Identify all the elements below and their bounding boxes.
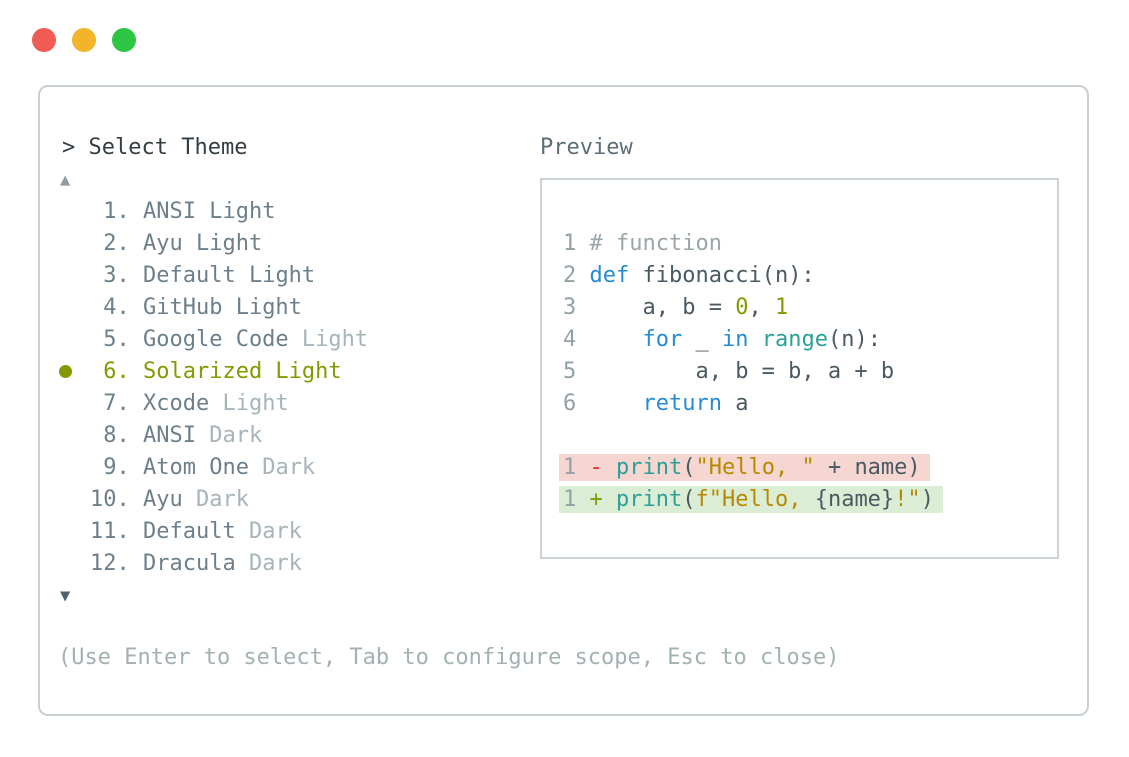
prompt-chevron: > [62, 135, 76, 160]
code-block: 1 # function 2 def fibonacci(n): 3 a, b = … [559, 228, 943, 516]
theme-list-item[interactable]: 6. Solarized Light [59, 356, 368, 388]
preview-label: Preview [540, 135, 633, 160]
theme-list-item[interactable]: 12. Dracula Dark [90, 551, 302, 576]
page-title: Select Theme [88, 135, 248, 160]
diff-line-removed: 1 - print("Hello, " + name) [559, 452, 943, 484]
theme-list-item[interactable]: 10. Ayu Dark [90, 487, 249, 512]
theme-list: 1. ANSI Light 2. Ayu Light 3. Default Ligh… [59, 196, 369, 580]
theme-list-item[interactable]: 9. Atom One Dark [103, 455, 316, 480]
scroll-up-icon[interactable]: ▲ [60, 170, 71, 190]
minimize-button-icon[interactable] [72, 28, 96, 52]
code-line [563, 420, 943, 452]
keyboard-hint: (Use Enter to select, Tab to configure s… [58, 645, 840, 670]
theme-list-item[interactable]: 5. Google Code Light [103, 327, 369, 352]
theme-list-item[interactable]: 1. ANSI Light [103, 199, 276, 224]
code-line: 3 a, b = 0, 1 [563, 295, 789, 320]
scroll-down-icon[interactable]: ▼ [60, 586, 71, 606]
theme-list-item[interactable]: 11. Default Dark [90, 519, 302, 544]
code-line: 5 a, b = b, a + b [563, 359, 895, 384]
close-button-icon[interactable] [32, 28, 56, 52]
window-controls [32, 28, 136, 52]
selected-bullet-icon [59, 365, 72, 378]
theme-selector-dialog: > Select Theme Preview ▲ 1. ANSI Light 2.… [38, 85, 1089, 716]
code-line: 1 # function [563, 231, 722, 256]
code-line: 4 for _ in range(n): [563, 327, 881, 352]
theme-list-item[interactable]: 3. Default Light [103, 263, 316, 288]
theme-list-item[interactable]: 7. Xcode Light [103, 391, 289, 416]
diff-line-added: 1 + print(f"Hello, {name}!") [559, 484, 943, 516]
code-line: 2 def fibonacci(n): [563, 263, 815, 288]
dialog-title: > Select Theme [62, 132, 247, 164]
code-preview-panel: 1 # function 2 def fibonacci(n): 3 a, b = … [540, 178, 1059, 559]
theme-list-item[interactable]: 2. Ayu Light [103, 231, 263, 256]
code-line: 6 return a [563, 391, 749, 416]
theme-list-item[interactable]: 8. ANSI Dark [103, 423, 263, 448]
theme-list-item[interactable]: 4. GitHub Light [103, 295, 302, 320]
maximize-button-icon[interactable] [112, 28, 136, 52]
